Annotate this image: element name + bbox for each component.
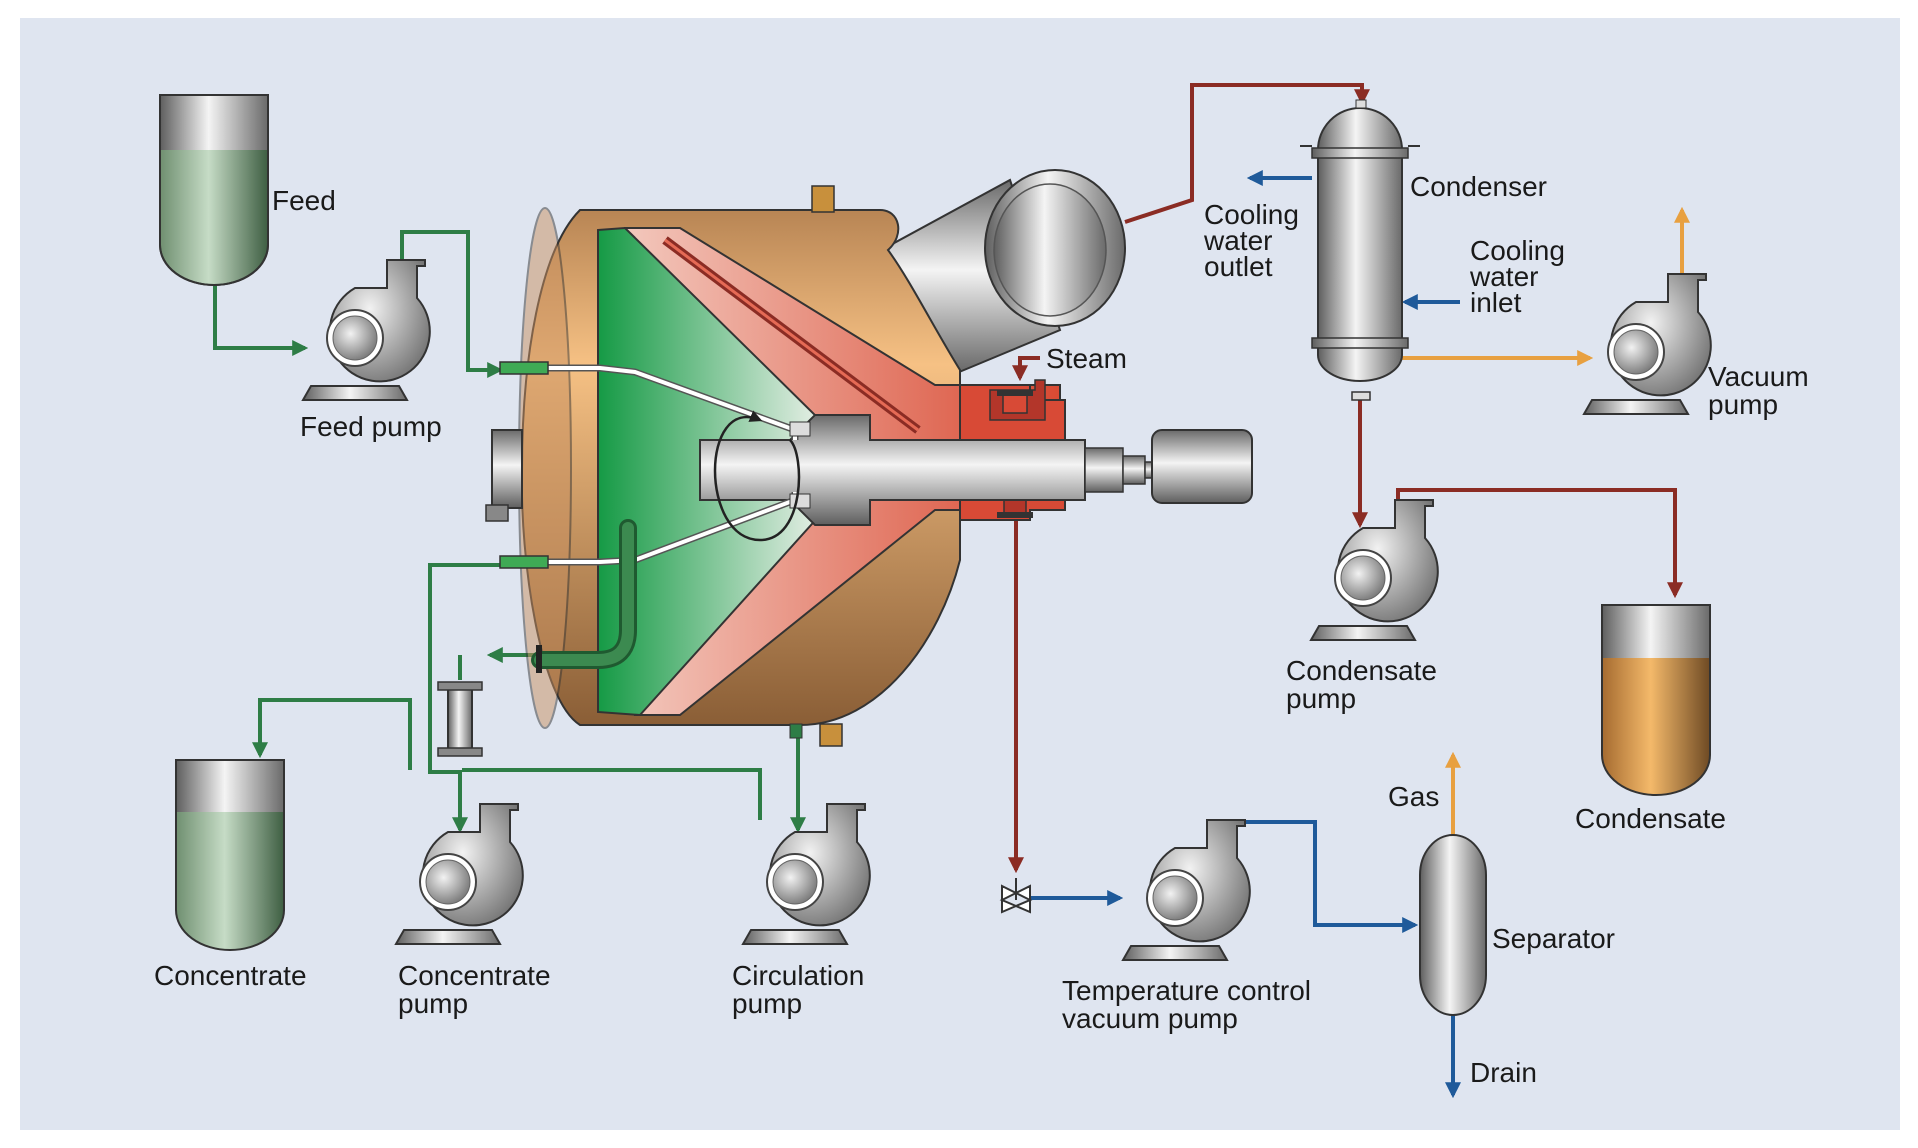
label-feed: Feed xyxy=(272,185,336,216)
label-concentrate-pump-1: Concentrate xyxy=(398,960,551,991)
label-cooling-water-inlet-1: Cooling xyxy=(1470,235,1565,266)
label-gas: Gas xyxy=(1388,781,1439,812)
label-cooling-water-outlet-3: outlet xyxy=(1204,251,1273,282)
condenser xyxy=(1300,99,1420,401)
label-temperature-control-2: vacuum pump xyxy=(1062,1003,1238,1034)
feed-tank xyxy=(159,94,269,286)
label-circulation-pump-1: Circulation xyxy=(732,960,864,991)
separator xyxy=(1419,834,1487,1016)
labels: Feed Feed pump Concentrate Concentrate p… xyxy=(154,171,1809,1088)
condensate-tank xyxy=(1601,604,1711,796)
centrifugal-evaporator xyxy=(485,169,1253,747)
label-condensate-pump-1: Condensate xyxy=(1286,655,1437,686)
label-drain: Drain xyxy=(1470,1057,1537,1088)
label-cooling-water-outlet-1: Cooling xyxy=(1204,199,1299,230)
steam-pipes xyxy=(1008,83,1683,874)
label-vacuum-pump-1: Vacuum xyxy=(1708,361,1809,392)
label-condensate: Condensate xyxy=(1575,803,1726,834)
label-steam: Steam xyxy=(1046,343,1127,374)
label-cooling-water-inlet-2: water xyxy=(1469,261,1538,292)
label-condenser: Condenser xyxy=(1410,171,1547,202)
label-circulation-pump-2: pump xyxy=(732,988,802,1019)
label-cooling-water-outlet-2: water xyxy=(1203,225,1272,256)
label-cooling-water-inlet-3: inlet xyxy=(1470,287,1522,318)
label-temperature-control-1: Temperature control xyxy=(1062,975,1311,1006)
label-separator: Separator xyxy=(1492,923,1615,954)
rotation-arrow-icon xyxy=(713,410,801,542)
label-feed-pump: Feed pump xyxy=(300,411,442,442)
label-vacuum-pump-2: pump xyxy=(1708,389,1778,420)
drain-valve-icon xyxy=(999,878,1033,914)
diagram-background xyxy=(20,18,1900,1130)
label-concentrate: Concentrate xyxy=(154,960,307,991)
product-pipes xyxy=(213,230,806,834)
label-concentrate-pump-2: pump xyxy=(398,988,468,1019)
drive-motor xyxy=(1151,429,1253,504)
sight-glass xyxy=(437,681,483,757)
concentrate-tank xyxy=(175,759,285,951)
label-condensate-pump-2: pump xyxy=(1286,683,1356,714)
